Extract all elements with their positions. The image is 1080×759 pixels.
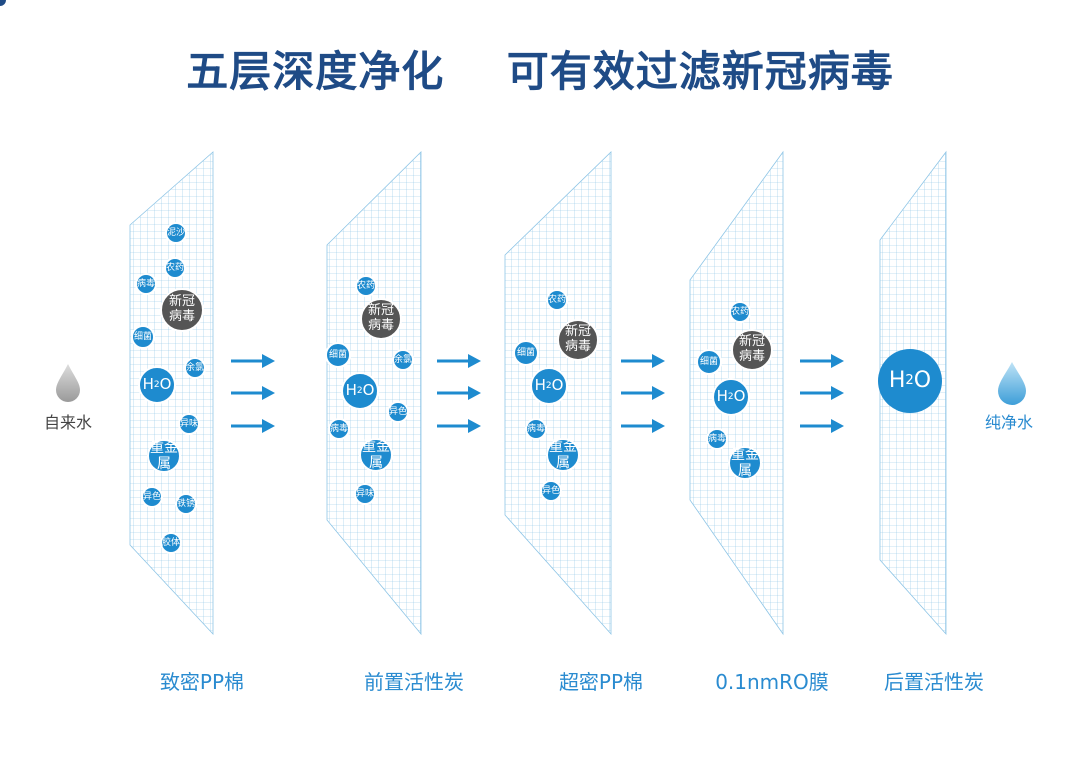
page-title: 五层深度净化 可有效过滤新冠病毒 (186, 47, 894, 96)
contaminant-particle: 重金属 (546, 438, 580, 472)
contaminant-particle: 铁锈 (175, 493, 197, 515)
contaminant-particle: 病毒 (525, 418, 547, 440)
input-water-label: 自来水 (44, 413, 93, 432)
input-water-drop-icon (56, 364, 80, 402)
arrow-right-icon (231, 419, 275, 433)
contaminant-particle: 异味 (354, 483, 376, 505)
stage-label-2: 前置活性炭 (364, 670, 464, 694)
contaminant-particle: 余氯 (392, 349, 414, 371)
contaminant-particle: 胶体 (160, 532, 182, 554)
arrow-right-icon (437, 354, 481, 368)
stage-label-3: 超密PP棉 (558, 670, 644, 694)
arrow-right-icon (621, 386, 665, 400)
covid-virus-particle: 新冠病毒 (160, 288, 204, 332)
arrow-right-icon (800, 419, 844, 433)
contaminant-particle: 农药 (164, 257, 186, 279)
arrow-right-icon (800, 386, 844, 400)
contaminant-particle: 泥沙 (165, 222, 187, 244)
contaminant-particle: 农药 (546, 289, 568, 311)
arrow-right-icon (621, 419, 665, 433)
covid-virus-particle: 新冠病毒 (731, 329, 773, 371)
contaminant-particle: 重金属 (359, 438, 393, 472)
contaminant-particle: 细菌 (513, 340, 539, 366)
contaminant-particle: 异味 (178, 413, 200, 435)
covid-virus-particle: 新冠病毒 (557, 319, 599, 361)
stage-label-4: 0.1nmRO膜 (715, 670, 829, 694)
contaminant-particle: 病毒 (706, 428, 728, 450)
contaminant-particle: 农药 (355, 275, 377, 297)
output-water-drop-icon (998, 362, 1026, 405)
contaminant-particle: 余氯 (184, 357, 206, 379)
stage-label-1: 致密PP棉 (159, 670, 245, 694)
stage-label-5: 后置活性炭 (884, 670, 984, 694)
arrow-right-icon (621, 354, 665, 368)
arrow-right-icon (231, 354, 275, 368)
arrow-right-icon (437, 419, 481, 433)
contaminant-particle: 细菌 (325, 342, 351, 368)
arrow-right-icon (800, 354, 844, 368)
corner-mark (0, 0, 6, 6)
covid-virus-particle: 新冠病毒 (360, 298, 402, 340)
contaminant-particle: 细菌 (131, 325, 155, 349)
arrow-right-icon (231, 386, 275, 400)
contaminant-particle: 重金属 (728, 446, 762, 480)
contaminant-particle: 异色 (387, 401, 409, 423)
contaminant-particle: 农药 (729, 301, 751, 323)
output-water-label: 纯净水 (985, 413, 1034, 432)
contaminant-particle: 重金属 (147, 439, 181, 473)
contaminant-particle: 细菌 (696, 349, 722, 375)
contaminant-particle: 异色 (141, 486, 163, 508)
contaminant-particle: 病毒 (135, 273, 157, 295)
contaminant-particle: 病毒 (328, 418, 350, 440)
arrow-right-icon (437, 386, 481, 400)
contaminant-particle: 异色 (540, 480, 562, 502)
